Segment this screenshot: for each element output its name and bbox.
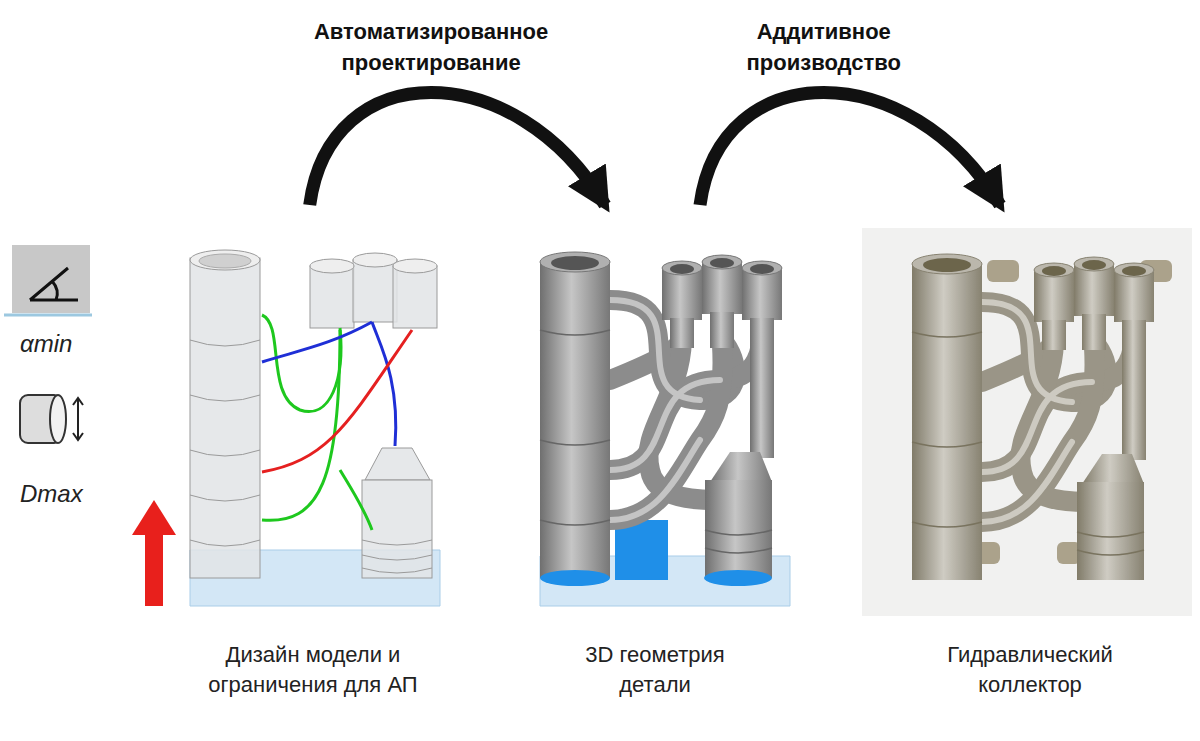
constraint-symbols bbox=[4, 245, 92, 443]
cylinder-end bbox=[50, 395, 66, 443]
part-model bbox=[912, 254, 1154, 580]
part-model bbox=[540, 252, 782, 578]
stage-panel: Дизайн модели и ограничения для АП bbox=[148, 205, 478, 710]
channel-path bbox=[262, 322, 372, 362]
port-outline bbox=[353, 260, 397, 322]
mount-lug bbox=[987, 260, 1019, 282]
photo-ground bbox=[862, 228, 1192, 616]
port-top bbox=[353, 253, 397, 267]
support-structure bbox=[615, 520, 668, 580]
process-arrow bbox=[310, 93, 605, 206]
tube-top bbox=[190, 250, 260, 270]
step-label: Автоматизированное проектирование bbox=[306, 17, 556, 79]
printed-part bbox=[912, 254, 1172, 580]
ground-line bbox=[4, 314, 92, 317]
channel-path bbox=[262, 330, 412, 472]
stage-caption: 3D геометрия детали bbox=[565, 640, 745, 700]
port-top bbox=[393, 259, 437, 273]
stage-caption: Гидравлический коллектор bbox=[925, 640, 1135, 700]
stage-caption: Дизайн модели и ограничения для АП bbox=[198, 640, 428, 700]
outlet-cone bbox=[365, 448, 430, 480]
port-outline bbox=[393, 266, 437, 328]
tube-outline bbox=[190, 258, 260, 578]
stage-panel: 3D геометрия детали bbox=[530, 205, 780, 710]
port-outline bbox=[310, 266, 354, 328]
wall-block bbox=[12, 245, 90, 313]
arrow-shaft bbox=[145, 533, 163, 606]
part-geometry bbox=[540, 252, 790, 606]
channel-path bbox=[262, 315, 341, 412]
dimension-arrow bbox=[73, 398, 83, 440]
build-direction-arrow bbox=[132, 500, 176, 606]
process-arrow bbox=[700, 93, 1000, 206]
port-top bbox=[310, 259, 354, 273]
support-base bbox=[704, 570, 772, 586]
stage-panel: Гидравлический коллектор bbox=[880, 205, 1180, 710]
constraint-label: Dmax bbox=[20, 480, 83, 508]
design-model bbox=[190, 250, 440, 606]
step-label: Аддитивное производство bbox=[699, 17, 949, 79]
channel-path bbox=[340, 470, 372, 530]
constraint-label: αmin bbox=[20, 330, 72, 358]
printed-part-photo bbox=[862, 228, 1192, 616]
angle-symbol bbox=[30, 268, 78, 300]
support-base bbox=[540, 570, 610, 586]
arrow-head bbox=[132, 500, 176, 535]
outlet-rings bbox=[362, 540, 432, 573]
tube-bore bbox=[199, 254, 251, 268]
tube-rings bbox=[190, 340, 260, 546]
